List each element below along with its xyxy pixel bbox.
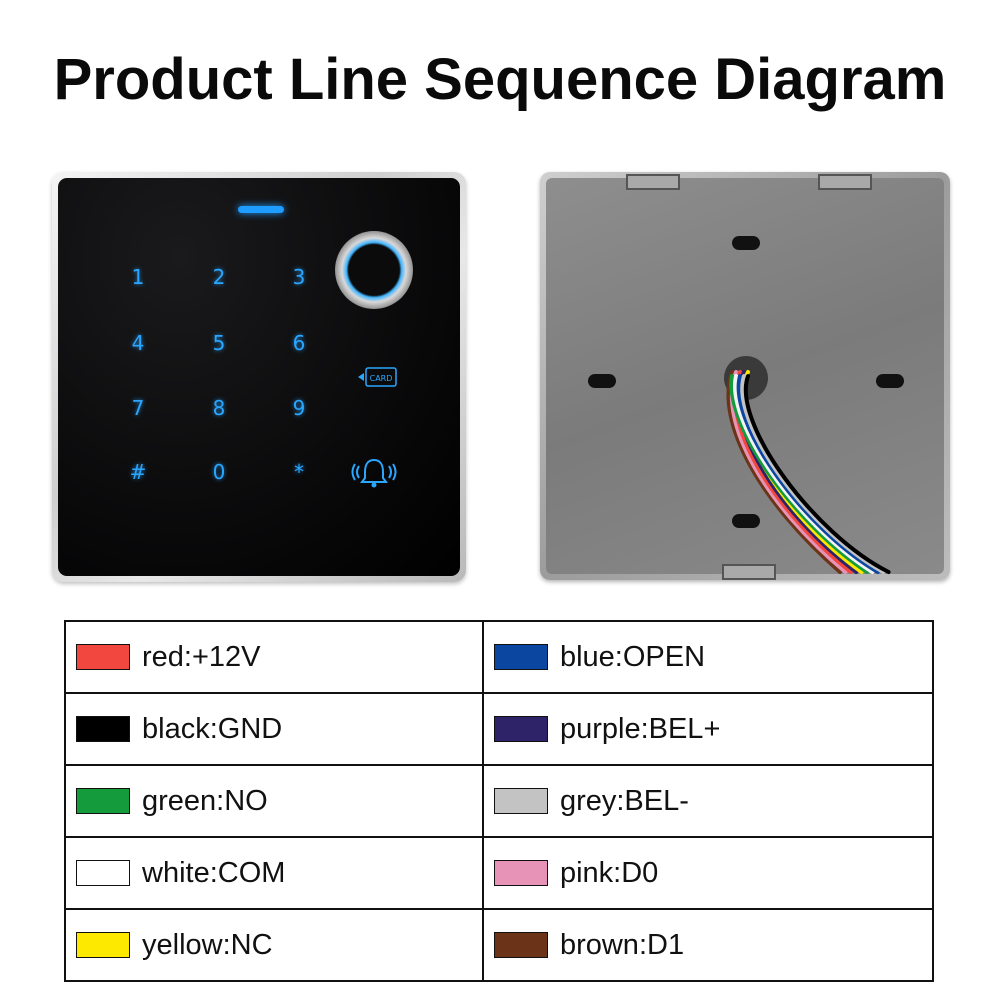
wire [744,374,891,574]
key-hash: # [129,460,147,484]
card-reader-icon: CARD [358,367,397,387]
mounting-clip [722,564,776,580]
screw-slot [876,374,904,388]
mounting-clip [626,174,680,190]
screw-slot [732,236,760,250]
legend-cell: green:NO [64,764,484,838]
legend-label: purple:BEL+ [559,712,721,745]
legend-cell: yellow:NC [64,908,484,982]
page-title: Product Line Sequence Diagram [53,47,947,112]
color-swatch-brown [493,932,548,958]
legend-label: red:+12V [142,640,261,673]
wire-bundle [726,370,891,574]
legend-cell: blue:OPEN [481,620,935,694]
legend-row: yellow:NC brown:D1 [64,908,935,982]
color-swatch-blue [493,644,548,670]
legend-row: white:COM pink:D0 [64,836,935,910]
legend-cell: white:COM [64,836,484,910]
color-swatch-red [76,644,130,670]
legend-label: brown:D1 [559,928,685,961]
keypad-front-view: 1 2 3 4 5 6 7 8 9 # 0 * CARD [52,172,466,582]
key-4: 4 [131,331,145,355]
legend-row: red:+12V blue:OPEN [64,620,935,694]
key-0: 0 [212,460,226,484]
wire [736,374,880,574]
mounting-clip [818,174,872,190]
wire [740,374,886,574]
fingerprint-sensor-icon [335,231,413,309]
legend-row: green:NO grey:BEL- [64,764,935,838]
legend-row: black:GND purple:BEL+ [64,692,935,766]
color-swatch-yellow [76,932,130,958]
back-plate [546,174,944,580]
key-9: 9 [292,396,306,420]
legend-label: black:GND [142,712,283,745]
key-1: 1 [131,265,145,289]
color-swatch-green [76,788,130,814]
keypad-glass-panel: 1 2 3 4 5 6 7 8 9 # 0 * CARD [58,178,460,576]
color-swatch-grey [493,788,548,814]
legend-label: green:NO [142,784,268,817]
screw-slot [732,514,760,528]
legend-cell: brown:D1 [481,908,935,982]
key-6: 6 [292,331,306,355]
legend-cell: purple:BEL+ [481,692,935,766]
key-2: 2 [212,265,226,289]
legend-label: grey:BEL- [559,784,689,817]
doorbell-icon [351,458,397,488]
status-led-indicator [238,206,284,213]
key-7: 7 [131,396,145,420]
screw-slot [588,374,616,388]
color-swatch-pink [493,860,548,886]
key-star: * [294,460,304,484]
keypad-back-view [540,172,950,580]
wire-color-legend: red:+12V blue:OPEN black:GND purple:BEL+… [64,620,935,982]
wire [726,370,842,574]
key-3: 3 [292,265,306,289]
wire [733,374,875,574]
legend-label: white:COM [142,856,286,889]
color-swatch-white [76,860,130,886]
wire [729,374,869,574]
legend-cell: black:GND [64,692,484,766]
legend-cell: pink:D0 [481,836,935,910]
legend-cell: red:+12V [64,620,484,694]
key-5: 5 [212,331,226,355]
legend-label: blue:OPEN [559,640,706,673]
legend-label: pink:D0 [559,856,659,889]
color-swatch-black [76,716,130,742]
legend-cell: grey:BEL- [481,764,935,838]
legend-label: yellow:NC [142,928,273,961]
key-8: 8 [212,396,226,420]
color-swatch-purple [493,716,548,742]
card-label: CARD [370,374,393,383]
